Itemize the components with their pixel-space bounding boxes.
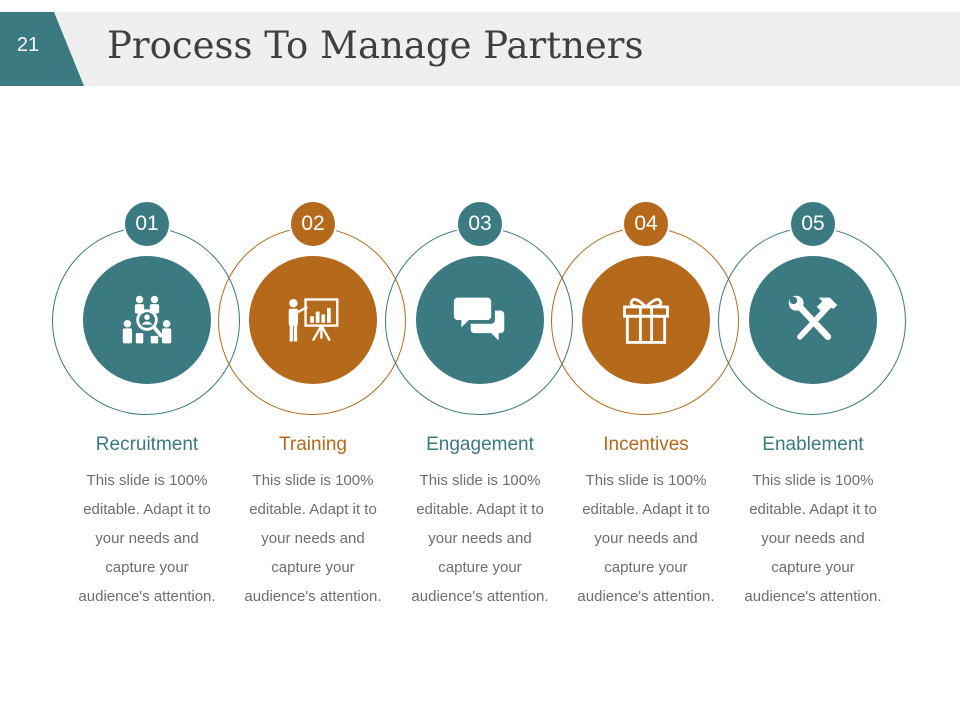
step-icon-disc bbox=[416, 256, 544, 384]
step-engagement: 03 Engagement This slide is 100% editabl… bbox=[385, 200, 575, 640]
step-recruitment: 01 Recruitment This slide is 100% editab… bbox=[52, 200, 242, 640]
step-incentives: 04 Incentives This slide is 100% editabl… bbox=[551, 200, 741, 640]
tools-icon bbox=[788, 295, 838, 341]
step-icon-disc bbox=[582, 256, 710, 384]
step-number-badge: 05 bbox=[789, 200, 837, 248]
step-enablement: 05 Enablement This slide is 100% editabl… bbox=[718, 200, 908, 640]
step-description: This slide is 100% editable. Adapt it to… bbox=[411, 472, 549, 605]
step-icon-disc bbox=[249, 256, 377, 384]
gift-icon bbox=[623, 297, 669, 344]
step-number-badge: 04 bbox=[622, 200, 670, 248]
step-title: Training bbox=[279, 434, 347, 455]
step-title: Recruitment bbox=[95, 434, 199, 455]
step-title: Incentives bbox=[603, 434, 689, 455]
step-number-badge: 03 bbox=[456, 200, 504, 248]
step-number-badge: 01 bbox=[123, 200, 171, 248]
step-description: This slide is 100% editable. Adapt it to… bbox=[744, 472, 882, 605]
slide-number: 21 bbox=[16, 34, 40, 56]
step-title: Enablement bbox=[762, 434, 864, 455]
step-training: 02 Training This slide is 100% editable.… bbox=[218, 200, 408, 640]
step-icon-disc bbox=[749, 256, 877, 384]
team-search-icon bbox=[122, 295, 172, 344]
step-description: This slide is 100% editable. Adapt it to… bbox=[78, 472, 216, 605]
page-title: Process To Manage Partners bbox=[107, 24, 644, 67]
step-description: This slide is 100% editable. Adapt it to… bbox=[577, 472, 715, 605]
chat-bubbles-icon bbox=[453, 297, 505, 341]
title-bar bbox=[0, 12, 960, 86]
step-description: This slide is 100% editable. Adapt it to… bbox=[244, 472, 382, 605]
step-title: Engagement bbox=[426, 434, 534, 455]
presentation-icon bbox=[288, 298, 339, 342]
step-icon-disc bbox=[83, 256, 211, 384]
step-number-badge: 02 bbox=[289, 200, 337, 248]
